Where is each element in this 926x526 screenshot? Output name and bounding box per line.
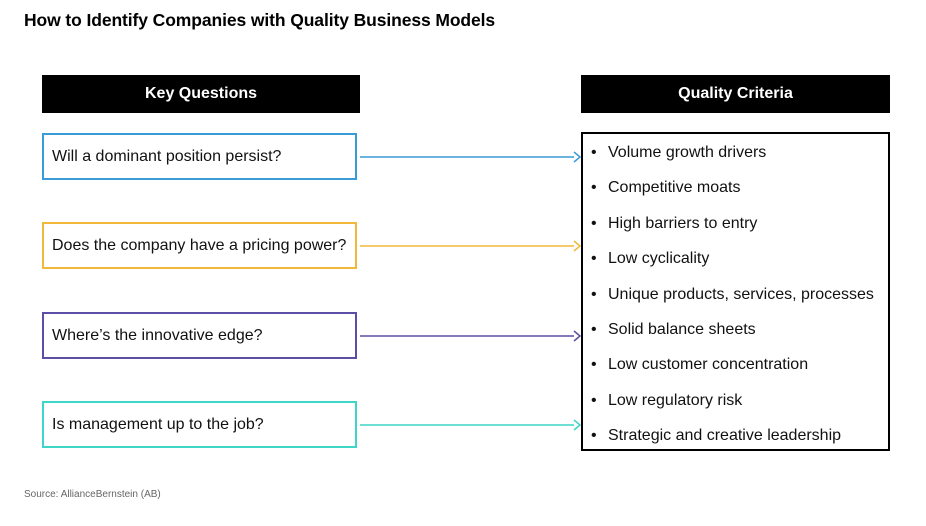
connector-arrow-pricing-power: [360, 240, 582, 252]
key-questions-header: Key Questions: [42, 75, 360, 113]
quality-criteria-box: • Volume growth drivers • Competitive moat…: [581, 132, 890, 451]
criteria-item: • Low customer concentration: [591, 356, 808, 374]
question-box-dominant-position: Will a dominant position persist?: [42, 133, 357, 180]
question-box-pricing-power: Does the company have a pricing power?: [42, 222, 357, 269]
criteria-text: Competitive moats: [608, 179, 741, 196]
question-text: Will a dominant position persist?: [52, 147, 282, 165]
criteria-text: High barriers to entry: [608, 215, 758, 232]
criteria-item: • Low cyclicality: [591, 250, 709, 268]
question-text: Where’s the innovative edge?: [52, 326, 263, 344]
connector-arrow-management: [360, 419, 582, 431]
question-text: Is management up to the job?: [52, 415, 264, 433]
source-note: Source: AllianceBernstein (AB): [24, 489, 161, 500]
criteria-item: • Unique products, services, processes: [591, 286, 874, 304]
connector-arrow-dominant-position: [360, 151, 582, 163]
criteria-text: Low customer concentration: [608, 356, 809, 373]
criteria-item: • Low regulatory risk: [591, 392, 742, 410]
question-box-management: Is management up to the job?: [42, 401, 357, 448]
criteria-item: • Solid balance sheets: [591, 321, 756, 339]
bullet-icon: •: [591, 321, 597, 338]
question-box-innovative-edge: Where’s the innovative edge?: [42, 312, 357, 359]
criteria-text: Low regulatory risk: [608, 392, 743, 409]
criteria-text: Unique products, services, processes: [608, 286, 874, 303]
bullet-icon: •: [591, 427, 597, 444]
criteria-text: Solid balance sheets: [608, 321, 756, 338]
criteria-text: Low cyclicality: [608, 250, 710, 267]
bullet-icon: •: [591, 215, 597, 232]
bullet-icon: •: [591, 392, 597, 409]
criteria-item: • High barriers to entry: [591, 215, 757, 233]
bullet-icon: •: [591, 250, 597, 267]
quality-criteria-header-label: Quality Criteria: [678, 85, 793, 102]
bullet-icon: •: [591, 144, 597, 161]
bullet-icon: •: [591, 286, 597, 303]
criteria-item: • Competitive moats: [591, 179, 741, 197]
bullet-icon: •: [591, 356, 597, 373]
key-questions-header-label: Key Questions: [144, 85, 258, 102]
question-text: Does the company have a pricing power?: [52, 236, 347, 254]
quality-criteria-header: Quality Criteria: [581, 75, 890, 113]
diagram-title: How to Identify Companies with Quality B…: [24, 10, 496, 30]
criteria-text: Strategic and creative leadership: [608, 427, 842, 444]
criteria-item: • Volume growth drivers: [591, 144, 766, 162]
criteria-item: • Strategic and creative leadership: [591, 427, 841, 445]
connector-arrow-innovative-edge: [360, 330, 582, 342]
criteria-text: Volume growth drivers: [608, 144, 767, 161]
bullet-icon: •: [591, 179, 597, 196]
